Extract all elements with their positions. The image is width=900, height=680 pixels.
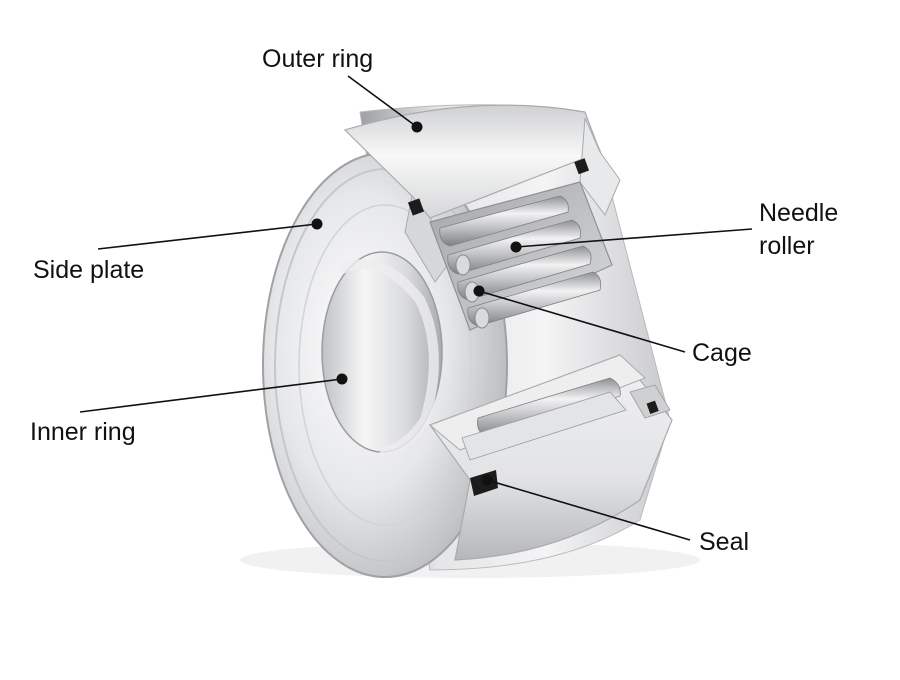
dot-inner-ring (336, 373, 348, 385)
dot-cage (473, 285, 485, 297)
label-outer-ring: Outer ring (262, 45, 374, 73)
label-needle-roller-line1: Needle (759, 199, 839, 227)
leader-lines (79, 75, 753, 541)
label-inner-ring: Inner ring (30, 418, 136, 446)
dot-seal (481, 474, 493, 486)
dot-side-plate (311, 218, 323, 230)
dot-outer-ring (411, 121, 423, 133)
leader-dots (311, 121, 522, 486)
needle-roller-bottom (461, 377, 671, 461)
label-needle-roller-line2: roller (759, 232, 815, 260)
outer-ring-top (343, 104, 601, 219)
label-cage: Cage (692, 339, 752, 367)
leader-needle-roller (515, 228, 753, 248)
leader-side-plate (97, 223, 318, 250)
leader-cage (478, 290, 686, 353)
leader-outer-ring (347, 75, 418, 128)
leader-seal (486, 479, 691, 541)
label-side-plate: Side plate (33, 256, 145, 284)
dot-needle-roller (510, 241, 522, 253)
leader-inner-ring (79, 378, 343, 413)
label-seal: Seal (699, 528, 750, 556)
